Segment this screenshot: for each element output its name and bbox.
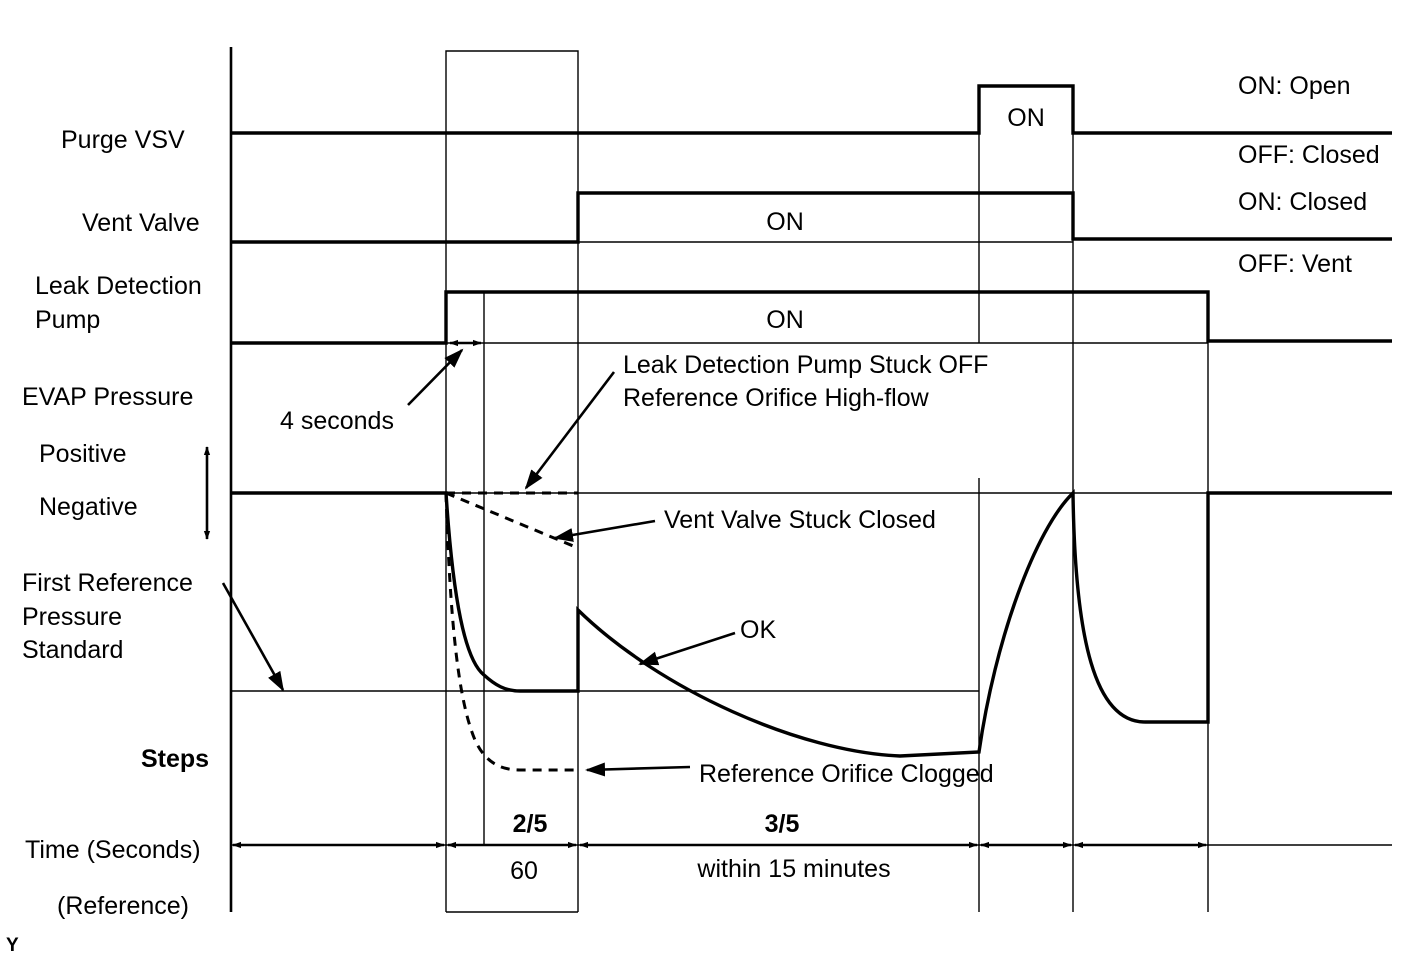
steps-label: Steps — [141, 745, 209, 773]
step2-box — [445, 50, 579, 912]
vent-valve-label: Vent Valve — [82, 209, 200, 237]
four-seconds-arrow — [407, 348, 464, 406]
purge-on-state-label: ON: Open — [1238, 72, 1351, 100]
evap-pressure-ok-trace — [231, 489, 1392, 758]
time-60-label: 60 — [510, 857, 538, 885]
ok-annotation: OK — [740, 616, 776, 644]
vent-stuck-dashed-trace — [445, 491, 579, 550]
clogged-annotation: Reference Orifice Clogged — [699, 760, 994, 788]
positive-label: Positive — [39, 440, 127, 468]
vent-on-state-label: ON: Closed — [1238, 188, 1367, 216]
purge-off-state-label: OFF: Closed — [1238, 141, 1380, 169]
four-seconds-annotation: 4 seconds — [280, 407, 394, 435]
purge-vsv-label: Purge VSV — [61, 126, 185, 154]
vent-off-state-label: OFF: Vent — [1238, 250, 1352, 278]
step-3-of-5-label: 3/5 — [765, 810, 800, 838]
first-reference-arrow — [221, 582, 285, 692]
first-reference-label-2: Pressure — [22, 603, 122, 631]
time-seconds-label: Time (Seconds) — [25, 836, 201, 864]
vent-valve-trace — [231, 191, 1392, 244]
corner-mark: Y — [6, 935, 19, 956]
clogged-arrow — [585, 762, 691, 777]
pump-on-label: ON — [766, 306, 804, 334]
stuck-off-annotation-1: Leak Detection Pump Stuck OFF — [623, 351, 988, 379]
leak-detection-pump-label-2: Pump — [35, 306, 100, 334]
leak-detection-pump-trace — [231, 290, 1392, 345]
reference-label: (Reference) — [57, 892, 189, 920]
first-reference-label-1: First Reference — [22, 569, 193, 597]
vent-stuck-annotation: Vent Valve Stuck Closed — [664, 506, 936, 534]
purge-on-label: ON — [1007, 104, 1045, 132]
leak-detection-pump-label-1: Leak Detection — [35, 272, 202, 300]
clogged-dashed-trace — [444, 492, 578, 772]
purge-vsv-trace — [231, 84, 1392, 135]
stuck-off-arrow — [524, 371, 616, 490]
evap-pressure-label: EVAP Pressure — [22, 383, 193, 411]
negative-label: Negative — [39, 493, 138, 521]
time-15-minutes-label: within 15 minutes — [696, 855, 890, 883]
ok-arrow — [638, 631, 736, 666]
vent-stuck-arrow — [553, 519, 656, 542]
step-2-of-5-label: 2/5 — [513, 810, 548, 838]
first-reference-label-3: Standard — [22, 636, 123, 664]
vent-on-label: ON — [766, 208, 804, 236]
stuck-off-annotation-2: Reference Orifice High-flow — [623, 384, 930, 412]
